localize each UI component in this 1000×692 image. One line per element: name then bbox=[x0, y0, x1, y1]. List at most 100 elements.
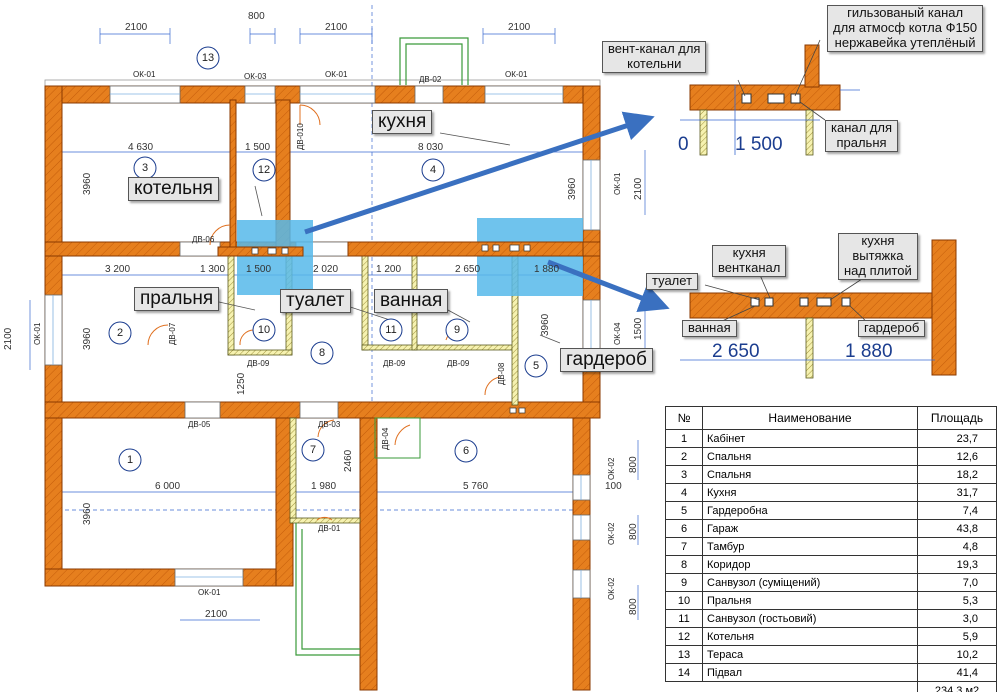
dim-4630: 4 630 bbox=[128, 142, 153, 153]
tag-dv03: ДВ-03 bbox=[318, 420, 341, 429]
area-row-number: 12 bbox=[665, 627, 703, 646]
dim-1880: 1 880 bbox=[534, 264, 559, 275]
area-row-area: 5,9 bbox=[917, 627, 997, 646]
tag-ok01-c: ОК-01 bbox=[505, 70, 528, 79]
tag-dv06: ДВ-06 bbox=[192, 235, 215, 244]
area-row-area: 41,4 bbox=[917, 663, 997, 682]
area-row-number: 11 bbox=[665, 609, 703, 628]
area-row-area: 18,2 bbox=[917, 465, 997, 484]
tag-dv09-b: ДВ-09 bbox=[383, 359, 406, 368]
area-row-area: 3,0 bbox=[917, 609, 997, 628]
detail-bottom-section bbox=[680, 239, 957, 379]
detail-bottom-dim-1880: 1 880 bbox=[845, 341, 893, 362]
tag-dv09-a: ДВ-09 bbox=[247, 359, 270, 368]
dim-100: 100 bbox=[605, 481, 622, 492]
room-number-2: 2 bbox=[117, 327, 123, 339]
dim-1500b: 1 500 bbox=[246, 264, 271, 275]
room-number-4: 4 bbox=[430, 164, 436, 176]
label-bath: ванная bbox=[374, 289, 449, 313]
detail-label-vent-boiler: вент-канал для котельни bbox=[602, 41, 707, 73]
vertical-dimension-texts: 3960 3960 3960 3960 3960 2100 2100 1500 … bbox=[3, 172, 644, 615]
dim-v-3960-c: 3960 bbox=[82, 502, 93, 525]
dim-top-2100-a: 2100 bbox=[125, 22, 148, 33]
tag-dv05: ДВ-05 bbox=[188, 420, 211, 429]
dim-1980: 1 980 bbox=[311, 481, 336, 492]
area-row-area: 10,2 bbox=[917, 645, 997, 664]
area-table-header-number: № bbox=[665, 406, 703, 430]
area-row-name: Гараж bbox=[702, 519, 918, 538]
tag-ok02-c: ОК-02 bbox=[607, 577, 616, 600]
area-row-number: 6 bbox=[665, 519, 703, 538]
room-number-13: 13 bbox=[202, 52, 214, 64]
dim-1500: 1 500 bbox=[245, 142, 270, 153]
dim-v-800-a: 800 bbox=[628, 456, 639, 473]
room-number-9: 9 bbox=[454, 324, 460, 336]
dim-2650: 2 650 bbox=[455, 264, 480, 275]
dim-5760: 5 760 bbox=[463, 481, 488, 492]
tag-ok01-bottom: ОК-01 bbox=[198, 588, 221, 597]
label-toilet: туалет bbox=[280, 289, 351, 313]
area-row-number: 8 bbox=[665, 555, 703, 574]
tag-dv09-c: ДВ-09 bbox=[447, 359, 470, 368]
area-row-name: Коридор bbox=[702, 555, 918, 574]
room-number-10: 10 bbox=[258, 324, 270, 336]
detail-top-dim-0: 0 bbox=[678, 134, 689, 155]
dim-v-3960-d: 3960 bbox=[567, 177, 578, 200]
dim-top-800: 800 bbox=[248, 11, 265, 22]
area-row-number: 13 bbox=[665, 645, 703, 664]
area-row-name: Тамбур bbox=[702, 537, 918, 556]
tag-dv07: ДВ-07 bbox=[168, 322, 177, 345]
area-row-number: 9 bbox=[665, 573, 703, 592]
room-number-11: 11 bbox=[385, 324, 396, 336]
dim-v-3960-a: 3960 bbox=[82, 172, 93, 195]
entrance-porch bbox=[399, 37, 469, 85]
dim-v-1500: 1500 bbox=[633, 317, 644, 340]
tag-ok01-left: ОК-01 bbox=[33, 322, 42, 345]
area-row-number: 5 bbox=[665, 501, 703, 520]
opening-tags: ОК-01 ОК-03 ОК-01 ДВ-02 ОК-01 ДВ-010 ДВ-… bbox=[33, 70, 622, 600]
dim-top-2100-b: 2100 bbox=[325, 22, 348, 33]
room-markers bbox=[108, 46, 548, 472]
tag-dv08: ДВ-08 bbox=[497, 362, 506, 385]
area-row-name: Спальня bbox=[702, 447, 918, 466]
detail-label-bath: ванная bbox=[682, 320, 737, 337]
area-row-area: 7,0 bbox=[917, 573, 997, 592]
area-row-name: Котельня bbox=[702, 627, 918, 646]
dim-v-800-b: 800 bbox=[628, 523, 639, 540]
detail-label-laundry-channel: канал для пральня bbox=[825, 120, 899, 152]
detail-label-wardrobe: гардероб bbox=[858, 320, 926, 337]
dim-v-3960-e: 3960 bbox=[540, 313, 551, 336]
detail-label-sleeved-channel: гильзованый канал для атмосф котла Ф150 … bbox=[827, 5, 984, 52]
area-table-header-area: Площадь bbox=[917, 406, 997, 430]
tag-dv04: ДВ-04 bbox=[381, 427, 390, 450]
garage-door bbox=[374, 417, 421, 459]
dim-8030: 8 030 bbox=[418, 142, 443, 153]
tag-ok01-b: ОК-01 bbox=[325, 70, 348, 79]
tag-ok02-b: ОК-02 bbox=[607, 522, 616, 545]
dim-2020: 2 020 bbox=[313, 264, 338, 275]
tag-ok04: ОК-04 bbox=[613, 322, 622, 345]
tag-dv02: ДВ-02 bbox=[419, 75, 442, 84]
tag-ok02-a: ОК-02 bbox=[607, 457, 616, 480]
area-row-name: Санвузол (суміщений) bbox=[702, 573, 918, 592]
label-kitchen: кухня bbox=[372, 110, 433, 134]
dim-3200: 3 200 bbox=[105, 264, 130, 275]
label-boiler: котельня bbox=[128, 177, 219, 201]
detail-bottom-dim-2650: 2 650 bbox=[712, 341, 760, 362]
detail-label-kitchen-vent: кухня вентканал bbox=[712, 245, 787, 277]
dim-v-2460: 2460 bbox=[343, 449, 354, 472]
area-row-area: 19,3 bbox=[917, 555, 997, 574]
room-numbers: 1 2 3 4 5 6 7 8 9 10 11 12 13 bbox=[117, 52, 539, 466]
tag-dv010: ДВ-010 bbox=[296, 123, 305, 150]
